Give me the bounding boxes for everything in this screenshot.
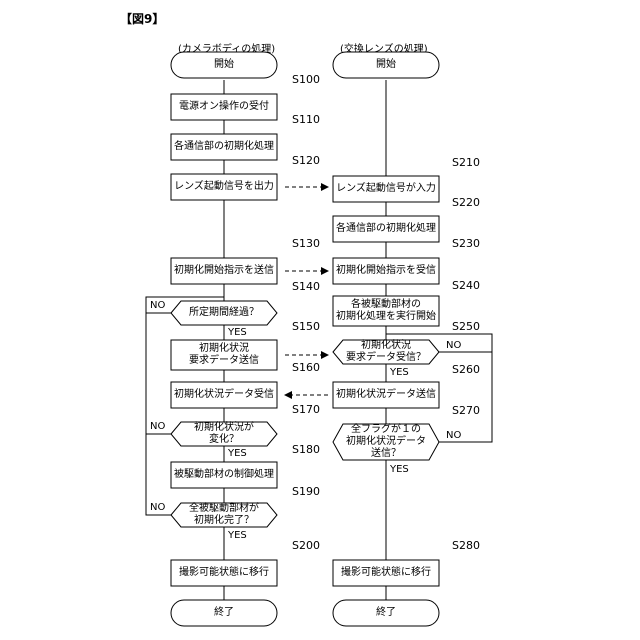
no-label-s250: NO (446, 340, 461, 352)
lens-s270-label: 全フラグが１の 初期化状況データ 送信？ (333, 424, 439, 460)
step-id-s130: S130 (292, 238, 320, 250)
step-id-s270: S270 (452, 405, 480, 417)
camera-start-label: 開始 (171, 52, 277, 78)
camera-s110-label: 各通信部の初期化処理 (171, 134, 277, 160)
step-id-s200: S200 (292, 540, 320, 552)
lens-s270-line3: 送信？ (371, 448, 401, 460)
camera-s120-label: レンズ起動信号を出力 (171, 174, 277, 200)
lens-end-label: 終了 (333, 600, 439, 626)
step-id-s160: S160 (292, 362, 320, 374)
step-id-s230: S230 (452, 238, 480, 250)
step-id-s190: S190 (292, 486, 320, 498)
lens-s250-line2: 要求データ受信？ (346, 352, 426, 364)
camera-s190-label: 全被駆動部材が 初期化完了？ (171, 503, 277, 527)
camera-s160-label: 初期化状況データ受信 (171, 382, 277, 408)
camera-s100-label: 電源オン操作の受付 (171, 94, 277, 120)
lens-s270-line1: 全フラグが１の (351, 424, 421, 436)
step-id-s210: S210 (452, 157, 480, 169)
lens-s260-label: 初期化状況データ送信 (333, 382, 439, 408)
yes-label-s170: YES (228, 448, 247, 460)
lens-s250-line1: 初期化状況 (361, 340, 411, 352)
step-id-s140: S140 (292, 281, 320, 293)
lens-s230-label: 初期化開始指示を受信 (333, 258, 439, 284)
lens-s280-label: 撮影可能状態に移行 (333, 560, 439, 586)
camera-end-label: 終了 (171, 600, 277, 626)
step-id-s240: S240 (452, 280, 480, 292)
camera-s170-label: 初期化状況が 変化？ (171, 422, 277, 446)
camera-s140-label: 所定期間経過？ (171, 301, 277, 325)
lens-s220-label: 各通信部の初期化処理 (333, 216, 439, 242)
step-id-s260: S260 (452, 364, 480, 376)
no-label-s190: NO (150, 502, 165, 514)
camera-s190-line2: 初期化完了？ (194, 515, 254, 527)
camera-s150-line2: 要求データ送信 (189, 355, 259, 367)
step-id-s280: S280 (452, 540, 480, 552)
step-id-s100: S100 (292, 74, 320, 86)
no-label-s270: NO (446, 430, 461, 442)
camera-s130-label: 初期化開始指示を送信 (171, 258, 277, 284)
yes-label-s270: YES (390, 464, 409, 476)
camera-s170-no-loop (146, 297, 171, 434)
lens-s250-label: 初期化状況 要求データ受信？ (333, 340, 439, 364)
camera-s150-label: 初期化状況 要求データ送信 (171, 340, 277, 370)
no-label-s170: NO (150, 421, 165, 433)
camera-s170-line1: 初期化状況が (194, 422, 254, 434)
step-id-s110: S110 (292, 114, 320, 126)
camera-s200-label: 撮影可能状態に移行 (171, 560, 277, 586)
yes-label-s140: YES (228, 327, 247, 339)
camera-s190-line1: 全被駆動部材が (189, 503, 259, 515)
yes-label-s190: YES (228, 530, 247, 542)
lens-start-label: 開始 (333, 52, 439, 78)
step-id-s120: S120 (292, 155, 320, 167)
step-id-s150: S150 (292, 321, 320, 333)
camera-s180-label: 被駆動部材の制御処理 (171, 462, 277, 488)
no-label-s140: NO (150, 300, 165, 312)
lens-s270-line2: 初期化状況データ (346, 436, 426, 448)
lens-s240-line1: 各被駆動部材の (351, 299, 421, 311)
lens-s210-label: レンズ起動信号が入力 (333, 176, 439, 202)
yes-label-s250: YES (390, 367, 409, 379)
step-id-s220: S220 (452, 197, 480, 209)
step-id-s170: S170 (292, 404, 320, 416)
lens-s240-label: 各被駆動部材の 初期化処理を実行開始 (333, 296, 439, 326)
camera-s150-line1: 初期化状況 (199, 343, 249, 355)
step-id-s250: S250 (452, 321, 480, 333)
lens-s240-line2: 初期化処理を実行開始 (336, 311, 436, 323)
step-id-s180: S180 (292, 444, 320, 456)
camera-s170-line2: 変化？ (209, 434, 239, 446)
